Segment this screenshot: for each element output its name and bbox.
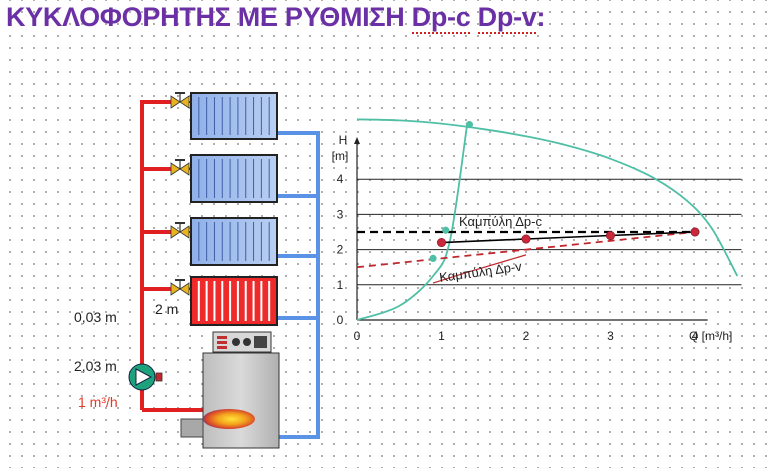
y-tick-label: 4 <box>337 172 344 186</box>
radiator-2 <box>190 154 278 203</box>
intersection-point <box>442 226 450 234</box>
title-main: ΚΥΚΛΟΦΟΡΗΤΗΣ ΜΕ ΡΥΘΜΙΣΗ <box>6 2 412 32</box>
operating-line <box>441 231 696 244</box>
valve-icon <box>170 225 181 239</box>
return-riser <box>278 131 320 439</box>
dpv-curve-label: Καμπύλη Δp-v <box>438 259 523 285</box>
page-title: ΚΥΚΛΟΦΟΡΗΤΗΣ ΜΕ ΡΥΘΜΙΣΗ Dp-c Dp-v: <box>6 2 546 34</box>
valve-icon <box>179 95 190 109</box>
control-led <box>217 346 227 349</box>
radiator-4 <box>190 276 278 326</box>
operating-point <box>605 231 615 241</box>
label-flow-rate: 1 m³/h <box>78 394 118 410</box>
burner-housing <box>180 418 204 438</box>
dpv-local-segment <box>432 254 527 284</box>
x-tick-label: 2 <box>523 329 530 343</box>
y-axis-arrow-icon <box>354 137 360 144</box>
operating-point <box>436 238 446 248</box>
title-dpc: Dp-c <box>411 2 471 34</box>
radiator-1 <box>190 92 278 140</box>
supply-riser <box>140 100 178 410</box>
y-axis-unit: [m] <box>332 149 349 163</box>
dpc-curve-label: Καμπύλη Δp-c <box>459 214 542 229</box>
y-tick-label: 1 <box>337 278 344 292</box>
valve-icon <box>179 282 190 296</box>
x-tick-label: 4 <box>692 329 699 343</box>
valve-icon <box>170 282 181 296</box>
pump-terminal <box>155 372 163 382</box>
x-tick-label: 3 <box>607 329 614 343</box>
x-axis-label: Q [m³/h] <box>689 329 732 343</box>
system-curve <box>356 126 468 321</box>
x-tick-label: 0 <box>354 329 361 343</box>
return-pipes <box>278 131 320 439</box>
control-display <box>254 336 267 348</box>
operating-point <box>521 234 531 244</box>
y-axis-label: H <box>339 133 348 147</box>
chart-grid <box>357 178 742 286</box>
circulator-pump <box>128 363 163 391</box>
control-led <box>217 341 227 344</box>
radiator-3 <box>190 217 278 266</box>
y-tick-label: 0 <box>337 313 344 327</box>
operating-point <box>690 227 700 237</box>
chart-points <box>429 121 700 262</box>
title-dpv: Dp-v <box>477 2 537 34</box>
label-0-03m: 0,03 m <box>74 309 117 325</box>
control-knob <box>232 338 240 346</box>
pump-characteristic-curve <box>356 118 739 277</box>
x-tick-label: 1 <box>438 329 445 343</box>
valve-icon <box>179 225 190 239</box>
radiators <box>190 92 278 326</box>
valves <box>170 92 191 296</box>
dpv-curve <box>356 231 696 269</box>
pump-arrow-icon <box>135 368 153 386</box>
burner-flame <box>203 409 255 429</box>
valve-icon <box>170 162 181 176</box>
valve-icon <box>179 162 190 176</box>
valve-icon <box>170 95 181 109</box>
y-tick-label: 3 <box>337 207 344 221</box>
intersection-point <box>429 254 437 262</box>
label-2m: 2 m <box>155 301 178 317</box>
boiler-body <box>202 352 280 449</box>
control-led <box>217 336 227 339</box>
intersection-point <box>465 121 473 129</box>
title-suffix: : <box>536 2 546 32</box>
chart-curves <box>356 118 739 321</box>
label-2-03m: 2,03 m <box>74 358 117 374</box>
y-tick-label: 2 <box>337 243 344 257</box>
boiler <box>180 331 280 449</box>
control-knob <box>243 338 251 346</box>
